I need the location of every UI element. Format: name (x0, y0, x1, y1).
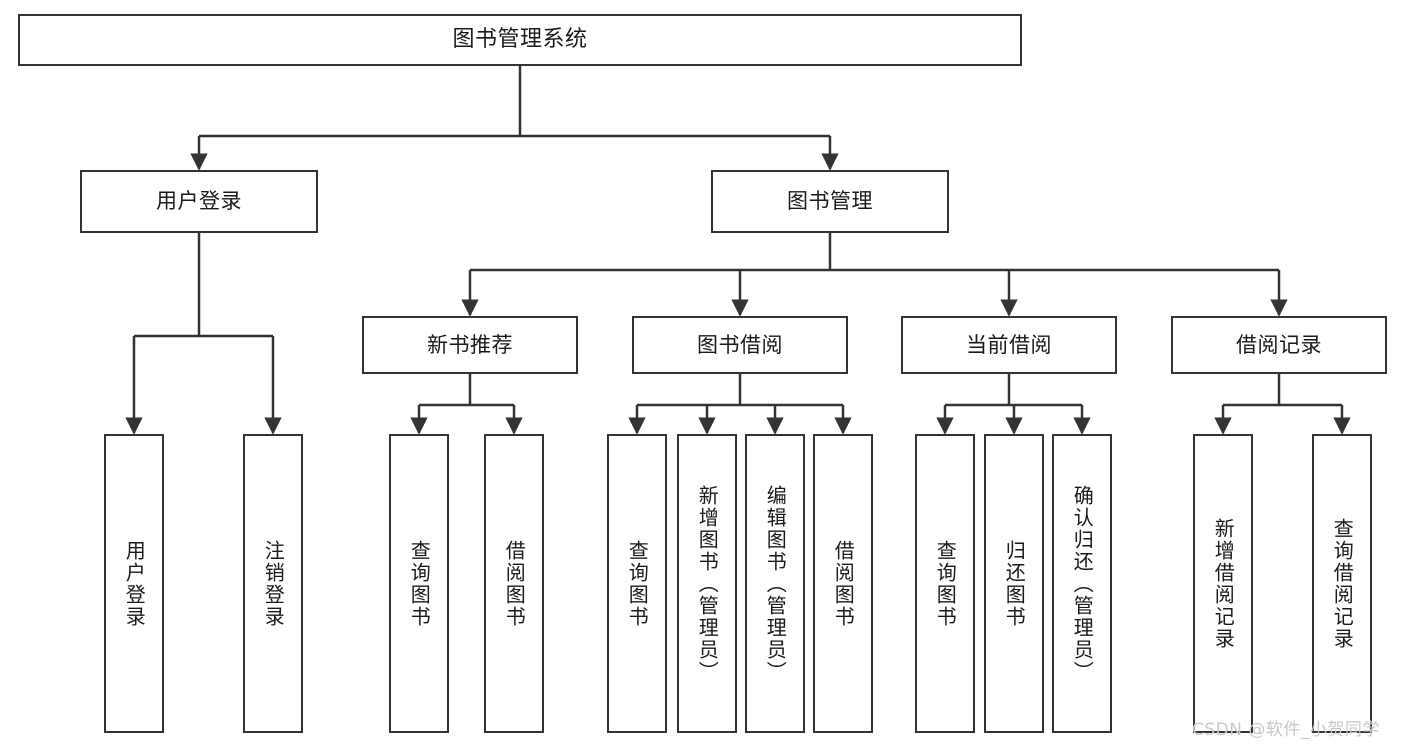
node-leaf-queryrec[interactable]: 查询借阅记录 (1312, 434, 1372, 733)
node-current[interactable]: 当前借阅 (901, 316, 1117, 374)
node-label-leaf-add: 新增图书（管理员） (695, 484, 720, 683)
node-label-bookmgmt: 图书管理 (787, 189, 873, 214)
node-label-leaf-borrow1: 借阅图书 (502, 539, 527, 628)
node-label-login: 用户登录 (156, 189, 242, 214)
node-label-leaf-query3: 查询图书 (933, 539, 958, 628)
node-leaf-login[interactable]: 用户登录 (104, 434, 164, 733)
node-leaf-query2[interactable]: 查询图书 (607, 434, 667, 733)
node-leaf-query1[interactable]: 查询图书 (389, 434, 449, 733)
node-leaf-return[interactable]: 归还图书 (984, 434, 1044, 733)
node-label-leaf-query1: 查询图书 (407, 539, 432, 628)
node-leaf-edit[interactable]: 编辑图书（管理员） (745, 434, 805, 733)
node-label-current: 当前借阅 (966, 332, 1052, 357)
node-label-leaf-queryrec: 查询借阅记录 (1330, 517, 1355, 650)
node-leaf-add[interactable]: 新增图书（管理员） (677, 434, 737, 733)
node-label-leaf-query2: 查询图书 (625, 539, 650, 628)
edge-group (125, 66, 1351, 435)
node-label-newbook: 新书推荐 (427, 332, 513, 357)
node-label-leaf-login: 用户登录 (122, 539, 147, 628)
node-borrow[interactable]: 图书借阅 (632, 316, 848, 374)
node-leaf-query3[interactable]: 查询图书 (915, 434, 975, 733)
watermark-label: CSDN @软件_小贺同学 (1192, 720, 1380, 740)
node-label-root: 图书管理系统 (452, 27, 588, 53)
node-label-leaf-return: 归还图书 (1002, 539, 1027, 628)
node-record[interactable]: 借阅记录 (1171, 316, 1387, 374)
node-leaf-addrec[interactable]: 新增借阅记录 (1193, 434, 1253, 733)
node-label-borrow: 图书借阅 (697, 332, 783, 357)
node-leaf-logout[interactable]: 注销登录 (243, 434, 303, 733)
node-label-leaf-borrow2: 借阅图书 (831, 539, 856, 628)
node-leaf-borrow2[interactable]: 借阅图书 (813, 434, 873, 733)
node-label-record: 借阅记录 (1236, 332, 1322, 357)
node-label-leaf-logout: 注销登录 (261, 539, 286, 628)
node-leaf-confirm[interactable]: 确认归还（管理员） (1052, 434, 1112, 733)
node-bookmgmt[interactable]: 图书管理 (711, 170, 949, 233)
node-login[interactable]: 用户登录 (80, 170, 318, 233)
node-leaf-borrow1[interactable]: 借阅图书 (484, 434, 544, 733)
node-label-leaf-addrec: 新增借阅记录 (1211, 517, 1236, 650)
node-label-leaf-edit: 编辑图书（管理员） (763, 484, 788, 683)
node-label-leaf-confirm: 确认归还（管理员） (1070, 484, 1095, 683)
node-newbook[interactable]: 新书推荐 (362, 316, 578, 374)
node-root[interactable]: 图书管理系统 (18, 14, 1022, 66)
